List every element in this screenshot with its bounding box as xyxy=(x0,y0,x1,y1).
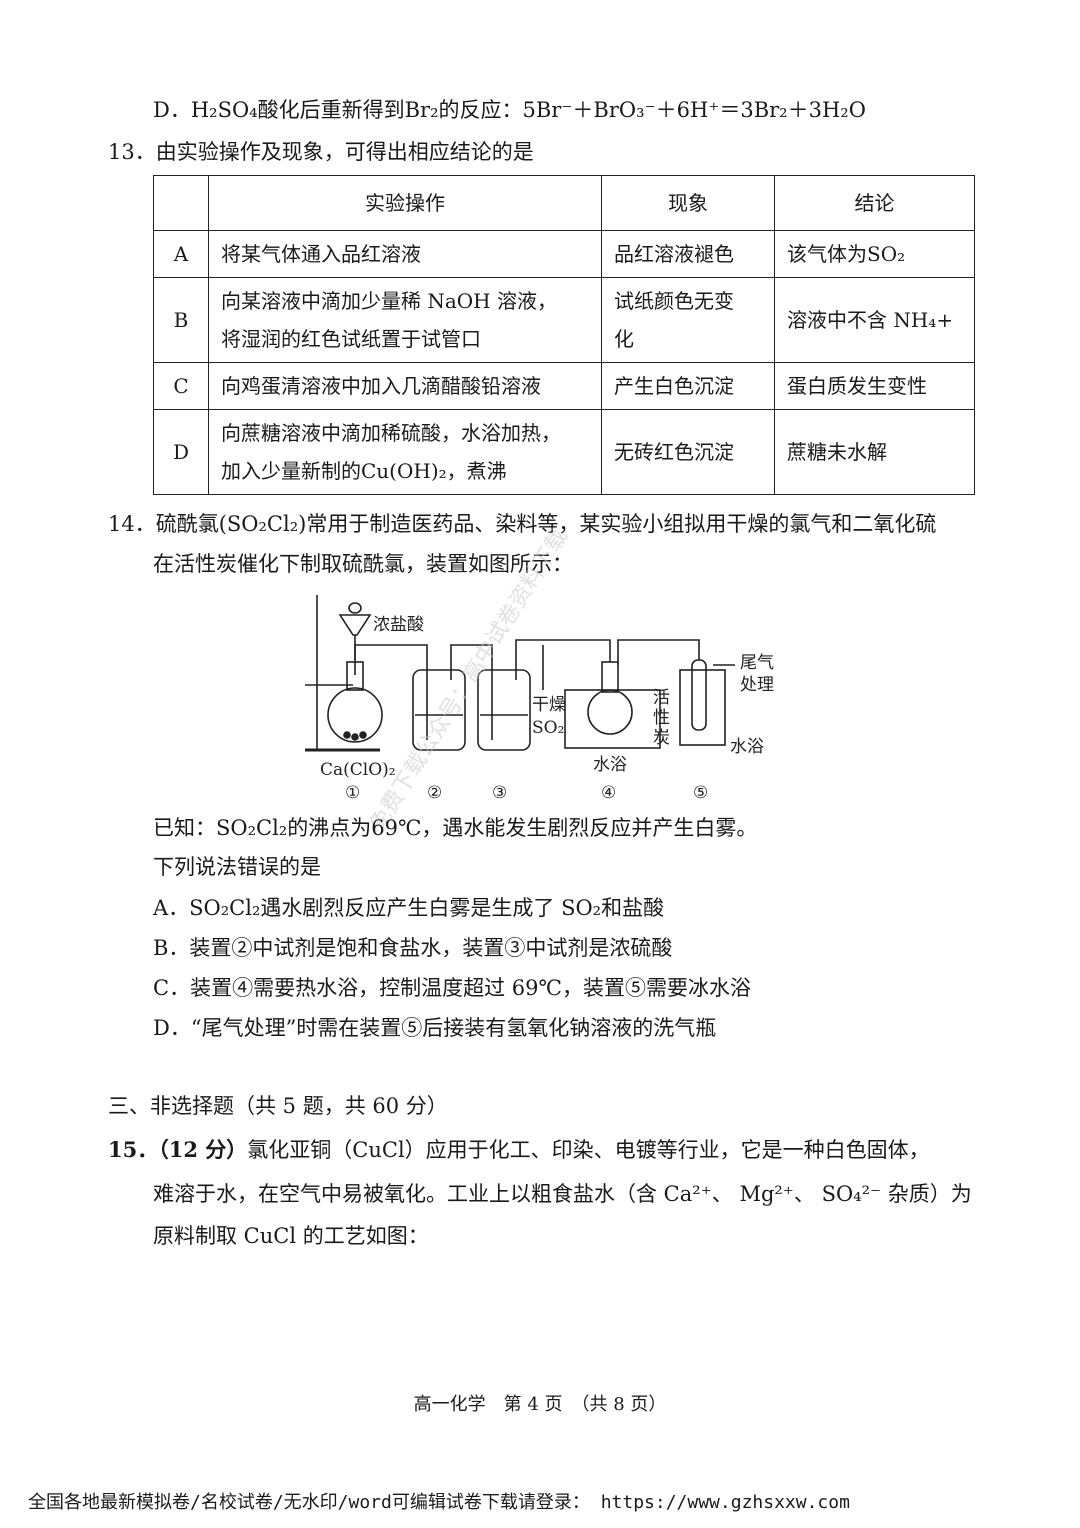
table-row: A 将某气体通入品红溶液 品红溶液褪色 该气体为SO₂ xyxy=(153,230,975,278)
q15-text-1: 氯化亚铜（CuCl）应用于化工、印染、电镀等行业，它是一种白色固体， xyxy=(247,1138,930,1162)
row-phenomenon-line1: 试纸颜色无变 xyxy=(614,289,734,313)
q14-ask: 下列说法错误的是 xyxy=(153,855,321,879)
row-operation: 向蔗糖溶液中滴加稀硫酸，水浴加热， 加入少量新制的Cu(OH)₂，煮沸 xyxy=(208,409,602,495)
q14-stem-line2: 在活性炭催化下制取硫酰氯，装置如图所示： xyxy=(153,552,573,576)
q15-number: 15． xyxy=(108,1137,159,1162)
gas-washing-bottle-3 xyxy=(477,669,531,751)
table-header-phenomenon: 现象 xyxy=(601,175,775,231)
q12-option-d-text: H₂SO₄酸化后重新得到Br₂的反应：5Br⁻＋BrO₃⁻＋6H⁺＝3Br₂＋3… xyxy=(190,98,866,122)
connecting-tube-4-5 xyxy=(617,639,700,665)
q14-option-a: A．SO₂Cl₂遇水剧烈反应产生白雾是生成了 SO₂和盐酸 xyxy=(153,896,665,920)
label-conc-hcl: 浓盐酸 xyxy=(373,615,424,635)
row-label: D xyxy=(153,409,209,495)
water-bath-5 xyxy=(679,669,726,746)
page-footer: 高一化学 第 4 页 （共 8 页） xyxy=(413,1394,667,1415)
reaction-flask-4 xyxy=(587,689,633,735)
solid-particle xyxy=(351,733,359,741)
row-phenomenon: 产生白色沉淀 xyxy=(601,362,775,410)
table-header-empty xyxy=(153,175,209,231)
flask-4-neck xyxy=(601,661,619,693)
q13-stem: 13．由实验操作及现象，可得出相应结论的是 xyxy=(108,140,534,164)
label-activated-carbon-1: 活 xyxy=(653,688,670,708)
q15-score: （12 分） xyxy=(158,1137,248,1162)
table-header-conclusion: 结论 xyxy=(774,175,975,231)
q12-option-d-label: D． xyxy=(153,98,191,122)
row-operation: 将某气体通入品红溶液 xyxy=(208,230,602,278)
table-row: D 向蔗糖溶液中滴加稀硫酸，水浴加热， 加入少量新制的Cu(OH)₂，煮沸 无砖… xyxy=(153,409,975,495)
table-row: B 向某溶液中滴加少量稀 NaOH 溶液， 将湿润的红色试纸置于试管口 试纸颜色… xyxy=(153,277,975,363)
row-operation-line1: 向某溶液中滴加少量稀 NaOH 溶液， xyxy=(221,289,557,313)
q15-line3: 原料制取 CuCl 的工艺如图： xyxy=(153,1224,429,1248)
label-apparatus-5: ⑤ xyxy=(693,783,708,803)
row-conclusion: 该气体为SO₂ xyxy=(774,230,975,278)
label-tail-gas-1: 尾气 xyxy=(740,653,774,673)
row-phenomenon: 品红溶液褪色 xyxy=(601,230,775,278)
row-label: C xyxy=(153,362,209,410)
q14-option-b: B．装置②中试剂是饱和食盐水，装置③中试剂是浓硫酸 xyxy=(153,936,673,960)
table-header-row: 实验操作 现象 结论 xyxy=(153,175,975,231)
round-bottom-flask xyxy=(327,687,383,743)
q15-line1: 15．（12 分）氯化亚铜（CuCl）应用于化工、印染、电镀等行业，它是一种白色… xyxy=(108,1136,930,1164)
row-label: B xyxy=(153,277,209,363)
label-apparatus-3: ③ xyxy=(492,783,507,803)
q14-stem-line1: 14．硫酰氯(SO₂Cl₂)常用于制造医药品、染料等，某实验小组拟用干燥的氯气和… xyxy=(108,512,937,536)
row-operation-line2: 将湿润的红色试纸置于试管口 xyxy=(221,327,481,351)
table-row: C 向鸡蛋清溶液中加入几滴醋酸铅溶液 产生白色沉淀 蛋白质发生变性 xyxy=(153,362,975,410)
q15-line2: 难溶于水，在空气中易被氧化。工业上以粗食盐水（含 Ca²⁺、 Mg²⁺、 SO₄… xyxy=(153,1182,972,1206)
row-operation: 向某溶液中滴加少量稀 NaOH 溶液， 将湿润的红色试纸置于试管口 xyxy=(208,277,602,363)
label-water-bath-4: 水浴 xyxy=(593,755,627,775)
section-heading: 三、非选择题（共 5 题，共 60 分） xyxy=(108,1094,448,1118)
row-phenomenon-line2: 化 xyxy=(614,327,634,351)
row-operation-line1: 向蔗糖溶液中滴加稀硫酸，水浴加热， xyxy=(221,421,561,445)
apparatus-diagram: 浓盐酸 Ca(ClO)₂ 干燥 SO₂ 活 性 炭 水浴 水浴 尾气 处理 ① … xyxy=(305,595,774,803)
label-tail-gas-2: 处理 xyxy=(740,675,774,695)
row-phenomenon: 试纸颜色无变 化 xyxy=(601,277,775,363)
label-caclo2: Ca(ClO)₂ xyxy=(320,760,396,780)
row-phenomenon: 无砖红色沉淀 xyxy=(601,409,775,495)
q13-experiment-table: 实验操作 现象 结论 A 将某气体通入品红溶液 品红溶液褪色 该气体为SO₂ B… xyxy=(153,175,975,495)
separatory-funnel xyxy=(338,614,372,636)
table-header-operation: 实验操作 xyxy=(208,175,602,231)
row-conclusion: 溶液中不含 NH₄+ xyxy=(774,277,975,363)
solid-particle xyxy=(359,731,367,739)
connecting-tube-2-3 xyxy=(450,644,493,660)
row-conclusion: 蔗糖未水解 xyxy=(774,409,975,495)
label-apparatus-1: ① xyxy=(345,783,360,803)
q14-option-c: C．装置④需要热水浴，控制温度超过 69℃，装置⑤需要冰水浴 xyxy=(153,976,751,1000)
label-water-bath-5: 水浴 xyxy=(730,737,764,757)
row-operation: 向鸡蛋清溶液中加入几滴醋酸铅溶液 xyxy=(208,362,602,410)
funnel-stopper xyxy=(348,602,362,614)
q12-option-d: D．H₂SO₄酸化后重新得到Br₂的反应：5Br⁻＋BrO₃⁻＋6H⁺＝3Br₂… xyxy=(153,96,866,124)
connecting-tube-3-4 xyxy=(515,639,611,662)
label-activated-carbon-3: 炭 xyxy=(653,728,670,748)
label-activated-carbon-2: 性 xyxy=(653,708,670,728)
row-conclusion: 蛋白质发生变性 xyxy=(774,362,975,410)
water-bath-4 xyxy=(564,689,661,749)
label-apparatus-4: ④ xyxy=(601,783,616,803)
row-operation-line2: 加入少量新制的Cu(OH)₂，煮沸 xyxy=(221,459,507,483)
row-label: A xyxy=(153,230,209,278)
gas-washing-bottle-2 xyxy=(412,669,466,751)
label-apparatus-2: ② xyxy=(427,783,442,803)
q14-option-d: D．“尾气处理”时需在装置⑤后接装有氢氧化钠溶液的洗气瓶 xyxy=(153,1016,717,1040)
solid-particle xyxy=(343,731,351,739)
download-ad-banner: 全国各地最新模拟卷/名校试卷/无水印/word可编辑试卷下载请登录： https… xyxy=(28,1492,850,1513)
label-dry: 干燥 xyxy=(532,695,566,715)
label-so2: SO₂ xyxy=(532,718,564,738)
q14-known: 已知：SO₂Cl₂的沸点为69℃，遇水能发生剧烈反应并产生白雾。 xyxy=(153,816,758,840)
connecting-tube-1-2 xyxy=(354,644,428,660)
